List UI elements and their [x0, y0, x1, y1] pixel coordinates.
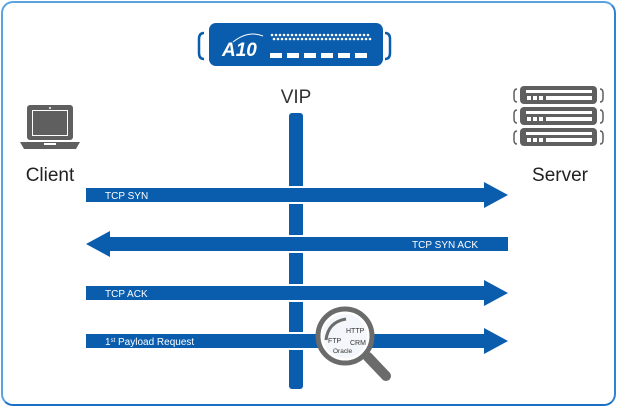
a10-logo: A10 — [221, 40, 257, 61]
payload-request-label: 1st Payload Request — [105, 337, 194, 348]
client-label: Client — [26, 165, 75, 186]
protocol-http: HTTP — [346, 328, 365, 335]
a10-device-icon: A10 — [197, 23, 392, 66]
tcp-syn-label: TCP SYN — [105, 191, 148, 202]
protocol-ftp: FTP — [328, 338, 342, 345]
arrow-payload-request: 1st Payload Request — [86, 328, 508, 354]
magnifier-icon: HTTP FTP CRM Oracle — [315, 306, 391, 381]
protocol-oracle: Oracle — [333, 348, 353, 355]
protocol-crm: CRM — [350, 340, 366, 347]
arrow-tcp-syn: TCP SYN — [86, 182, 508, 208]
server-unit — [513, 86, 604, 104]
arrow-tcp-syn-ack: TCP SYN ACK — [86, 231, 508, 257]
tcp-ack-label: TCP ACK — [105, 289, 148, 300]
server-unit — [513, 128, 604, 146]
vip-label: VIP — [281, 87, 312, 108]
server-label: Server — [532, 165, 589, 186]
server-icon — [513, 86, 604, 146]
server-unit — [513, 107, 604, 125]
arrow-tcp-ack: TCP ACK — [86, 280, 508, 306]
laptop-icon — [20, 105, 80, 149]
tcp-syn-ack-label: TCP SYN ACK — [412, 240, 478, 251]
